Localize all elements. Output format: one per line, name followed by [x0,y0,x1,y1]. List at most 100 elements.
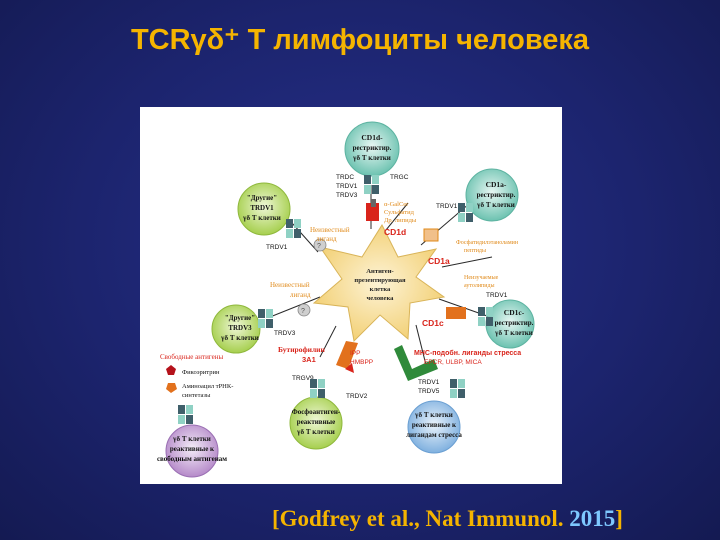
cd1a-cell-label-3: γδ Т клетки [476,201,515,209]
ipp-icon [345,363,354,373]
free-cell-label-3: свободным антигенам [157,455,227,463]
trdv1-cell-label-1: "Другие" [247,194,277,202]
cd1d-lipid-icon [371,199,376,207]
cd1a-cell-label-1: CD1a- [486,180,507,189]
stress-cell-label-1: γδ Т клетки [414,411,453,419]
trdv1-cell-label-3: γδ Т клетки [242,214,281,222]
cd1d-lipid-3: Др. липиды [384,217,417,224]
butyrophilin-label-1: Бутирофилин [278,345,325,354]
cd1a-lipid-1: Фосфатидилэтаноламин [456,239,519,246]
gene-trdv3: TRDV3 [336,192,358,199]
tcr-receptor-trdv1 [286,219,301,238]
unknown-top-label-1: Неизвестный [310,226,350,234]
free-antigen-3: синтетазы [182,392,211,399]
free-cell-label-1: γδ Т клетки [172,435,211,443]
cd1d-molecule [366,203,379,221]
cd1a-cell-label-2: рестриктир. [477,191,516,199]
apc-label-4: человека [367,295,395,302]
citation-author: Godfrey [279,506,362,531]
gene-trdv1-other: TRDV1 [266,244,288,251]
trdv1-cell-label-2: TRDV1 [250,204,274,212]
tcr-receptor-cd1c [478,307,493,326]
citation-close-bracket: ] [615,506,623,531]
gene-trgc: TRGC [390,174,409,181]
antigen-presenting-cell [312,223,446,343]
cd1a-label: CD1a [428,256,450,266]
citation-year: 2015 [569,506,616,531]
cd1d-lipid-1: α-GalCer [384,201,409,208]
gene-cd1c-trdv1: TRDV1 [486,292,508,299]
cd1a-molecule [423,228,439,242]
trdv3-cell-label-1: "Другие" [225,314,255,322]
gene-stress-trdv1: TRDV1 [418,379,440,386]
phospho-cell-label-3: γδ Т клетки [296,428,335,436]
butyrophilin-label-2: 3A1 [302,355,316,364]
cd1d-label: CD1d [384,227,406,237]
gene-stress-trdv5: TRDV5 [418,388,440,395]
unknown-left-label-2: лиганд [290,291,311,299]
stress-cell-label-2: реактивные к [412,421,457,429]
phospho-cell-label-2: реактивные [297,418,335,426]
hmbpp-label: HMBPP [350,359,373,366]
gene-cd1a-trdv1: TRDV1 [436,203,458,210]
cd1c-molecule [446,307,466,319]
mhc-label-2: EPCR, ULBP, MICA [424,359,482,366]
free-cell-label-2: реактивные к [170,445,215,453]
gene-trdv2: TRDV2 [346,393,368,400]
stress-cell-label-3: лигандам стресса [406,431,462,439]
cd1a-cell [465,168,519,222]
cd1a-lipid-2: пептиды [464,248,486,254]
citation-open-bracket: [ [272,506,280,531]
free-antigen-2: Аминоацил тРНК- [182,383,233,390]
cd1c-label: CD1c [422,318,444,328]
phycoerythrin-icon [166,365,176,375]
tcr-receptor-cd1a [458,203,473,222]
stress-reactive-cell [407,400,461,454]
trdv1-cell [237,182,291,236]
diagram-panel: Антиген- презентирующая клетка человека … [140,107,562,484]
slide-title: TCRγδ⁺ Т лимфоциты человека [130,24,590,56]
trdv3-cell-label-2: TRDV3 [228,324,252,332]
cd1c-lipid-2: аутолипиды [464,283,495,289]
butyrophilin-icon [336,341,358,369]
tcr-receptor-free [178,405,193,424]
free-antigen-1: Фикоэритрин [182,369,220,376]
citation: [Godfrey et al., Nat Immunol. 2015] [272,506,623,532]
cd1c-cell-label-2: рестриктир. [495,319,534,327]
cd1c-cell-label-1: CD1c- [504,308,525,317]
cd1d-lipid-2: Сульфатид [384,209,415,216]
gene-trdv3-other: TRDV3 [274,330,296,337]
phospho-cell-label-1: Фосфоантиген- [292,408,341,416]
cd1d-cell-label-3: γδ Т клетки [352,154,391,162]
unknown-ligand-top-icon [313,238,327,252]
mhc-label-1: MHC-подобн. лиганды стресса [414,349,521,357]
gene-trdv1: TRDV1 [336,183,358,190]
free-antigen-cell [165,424,219,478]
trdv3-cell [211,304,261,354]
cd1d-cell-label-2: рестриктир. [353,144,392,152]
cd1c-lipid-1: Неизучаемые [464,275,499,281]
ipp-label: IPP [350,350,360,357]
tcr-receptor-phospho [310,379,325,398]
unknown-ligand-left-mark: ? [301,308,305,315]
cd1d-cell-label-1: CD1d- [361,133,383,142]
unknown-ligand-left-icon [297,303,311,317]
cd1c-cell-label-3: γδ Т клетки [494,329,533,337]
gene-trgv9: TRGV9 [292,375,314,382]
unknown-top-label-2: лиганд [316,235,337,243]
unknown-ligand-top-mark: ? [317,243,321,250]
citation-source: et al., Nat Immunol. [361,506,570,531]
tcr-receptor-trdv3 [258,309,273,328]
tcr-receptor-cd1d [364,175,379,194]
apc-label-1: Антиген- [366,268,393,275]
free-antigens-title: Свободные антигены [160,353,223,361]
unknown-left-label-1: Неизвестный [270,281,310,289]
aminoacyl-trna-icon [166,383,177,393]
stress-ligand-icon [394,345,438,381]
tcr-receptor-stress [450,379,465,398]
gamma-delta-diagram: Антиген- презентирующая клетка человека … [157,121,535,478]
apc-label-3: клетка [370,286,391,293]
trdv3-cell-label-3: γδ Т клетки [220,334,259,342]
gene-trdc: TRDC [336,174,354,181]
apc-label-2: презентирующая [354,277,406,284]
